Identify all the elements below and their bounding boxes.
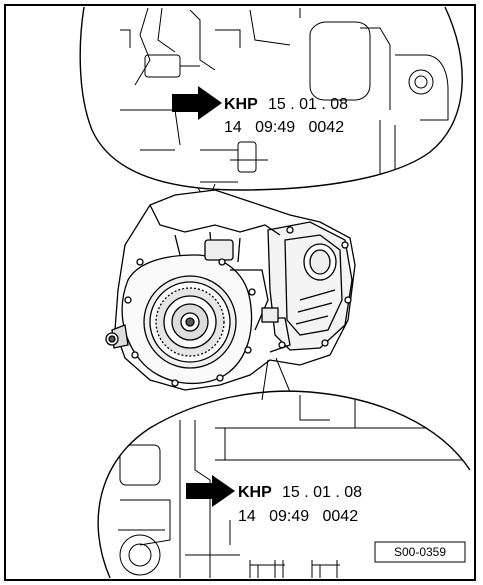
top-code-line1: 15 . 01 . 08 — [268, 96, 348, 113]
top-detail-callout — [79, 6, 463, 211]
bottom-code-line1: 15 . 01 . 08 — [282, 484, 362, 501]
top-code-line2: 14 09:49 0042 — [224, 119, 344, 136]
figure-ref: S00-0359 — [394, 545, 446, 559]
bottom-code-prefix: KHP — [238, 484, 272, 501]
gearbox-illustration — [105, 189, 356, 391]
bottom-detail-callout — [97, 390, 471, 579]
arrow-right-icon — [172, 86, 222, 120]
top-code-prefix: KHP — [224, 96, 258, 113]
bottom-code-line2: 14 09:49 0042 — [238, 508, 358, 525]
figure-ref-box — [374, 541, 466, 563]
figure-frame — [4, 4, 476, 581]
arrow-right-icon — [186, 475, 235, 507]
